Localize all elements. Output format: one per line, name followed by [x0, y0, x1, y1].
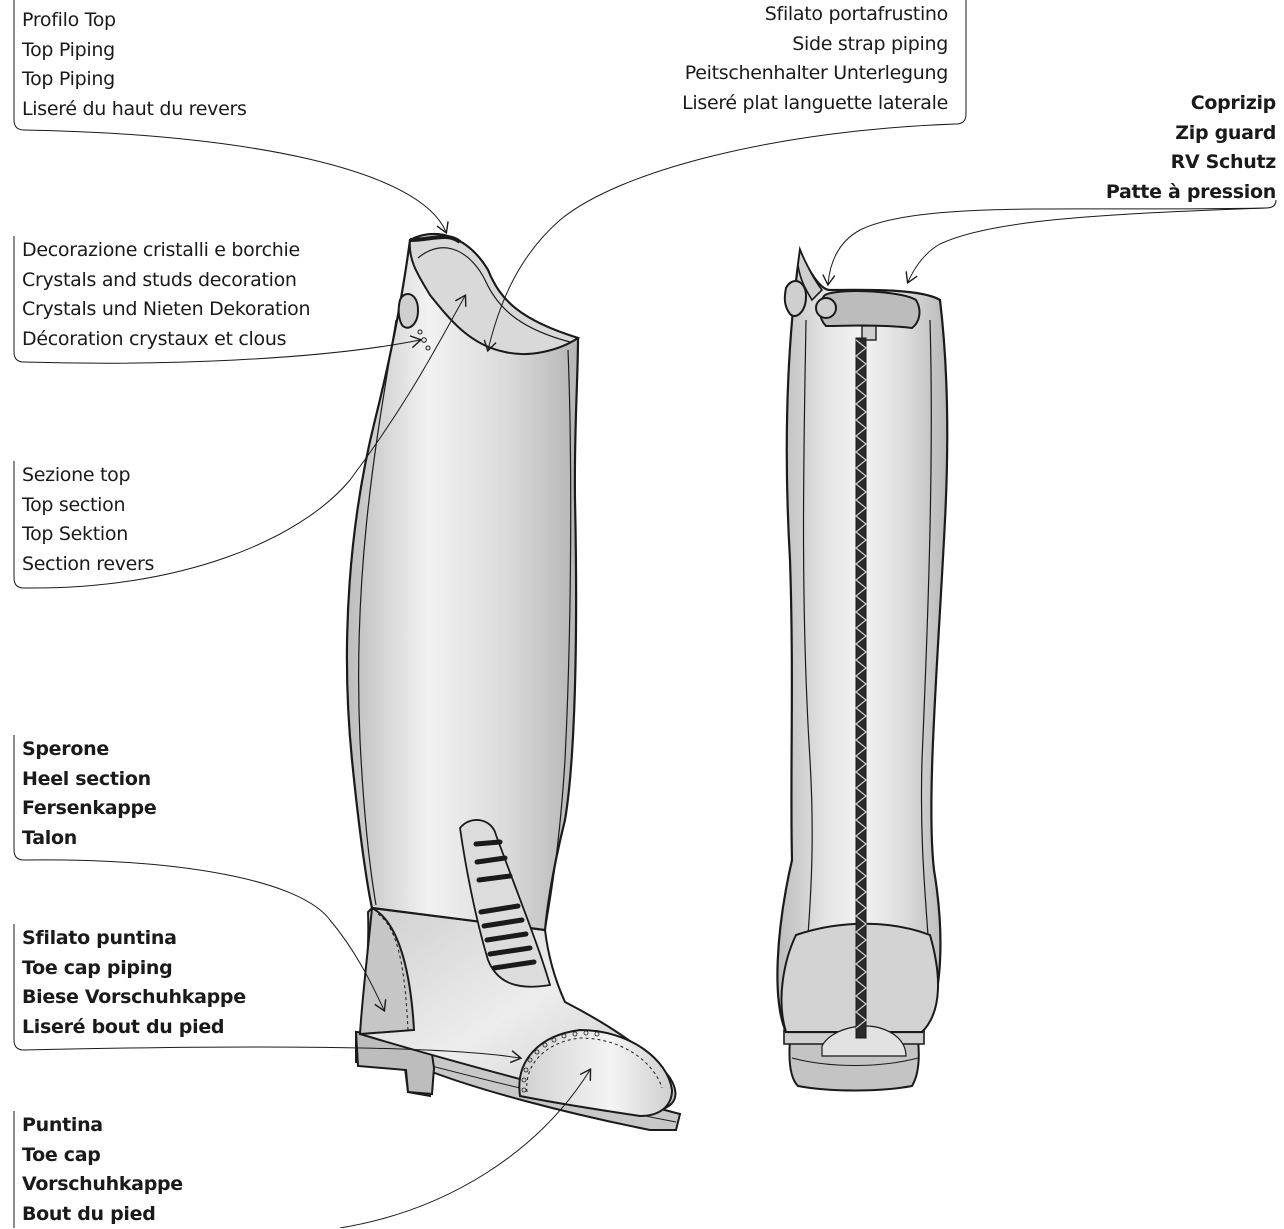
- label-line: Vorschuhkappe: [22, 1170, 183, 1200]
- label-line: Zip guard: [1106, 119, 1276, 149]
- leader-lines: [14, 0, 1276, 1228]
- label-heel-section: Sperone Heel section Fersenkappe Talon: [22, 735, 156, 853]
- label-line: Fersenkappe: [22, 794, 156, 824]
- label-toe-cap-piping: Sfilato puntina Toe cap piping Biese Vor…: [22, 924, 246, 1042]
- label-line: Peitschenhalter Unterlegung: [682, 59, 948, 89]
- label-line: Talon: [22, 824, 156, 854]
- label-line: Sfilato portafrustino: [682, 0, 948, 30]
- leader-zip-guard-1: [828, 200, 1276, 284]
- label-line: Top Piping: [22, 36, 247, 66]
- label-line: Liseré bout du pied: [22, 1013, 246, 1043]
- label-line: Side strap piping: [682, 30, 948, 60]
- back-boot: [777, 250, 947, 1091]
- label-line: Sfilato puntina: [22, 924, 246, 954]
- label-line: Heel section: [22, 765, 156, 795]
- label-line: Decorazione cristalli e borchie: [22, 236, 310, 266]
- label-side-strap-piping: Sfilato portafrustino Side strap piping …: [682, 0, 948, 118]
- side-boot-strap-loop: [399, 294, 418, 328]
- label-line: Top section: [22, 491, 154, 521]
- label-zip-guard: Coprizip Zip guard RV Schutz Patte à pre…: [1106, 89, 1276, 207]
- label-line: Toe cap: [22, 1141, 183, 1171]
- label-line: Toe cap piping: [22, 954, 246, 984]
- label-line: Profilo Top: [22, 6, 247, 36]
- label-line: Sezione top: [22, 461, 154, 491]
- label-toe-cap: Puntina Toe cap Vorschuhkappe Bout du pi…: [22, 1111, 183, 1229]
- back-boot-strap-loop: [785, 281, 806, 316]
- side-boot: [347, 234, 680, 1130]
- label-line: Liseré du haut du revers: [22, 95, 247, 125]
- label-line: Puntina: [22, 1111, 183, 1141]
- label-crystals-decoration: Decorazione cristalli e borchie Crystals…: [22, 236, 310, 354]
- label-line: Décoration crystaux et clous: [22, 325, 310, 355]
- label-line: Top Sektion: [22, 520, 154, 550]
- label-line: Crystals und Nieten Dekoration: [22, 295, 310, 325]
- label-line: Section revers: [22, 550, 154, 580]
- label-line: Liseré plat languette laterale: [682, 89, 948, 119]
- leader-zip-guard-2: [908, 208, 1266, 282]
- label-line: RV Schutz: [1106, 148, 1276, 178]
- label-line: Sperone: [22, 735, 156, 765]
- label-line: Crystals and studs decoration: [22, 266, 310, 296]
- label-top-section: Sezione top Top section Top Sektion Sect…: [22, 461, 154, 579]
- label-line: Patte à pression: [1106, 178, 1276, 208]
- label-line: Coprizip: [1106, 89, 1276, 119]
- label-line: Biese Vorschuhkappe: [22, 983, 246, 1013]
- label-top-profile: Profilo Top Top Piping Top Piping Liseré…: [22, 6, 247, 124]
- label-line: Top Piping: [22, 65, 247, 95]
- label-line: Bout du pied: [22, 1200, 183, 1229]
